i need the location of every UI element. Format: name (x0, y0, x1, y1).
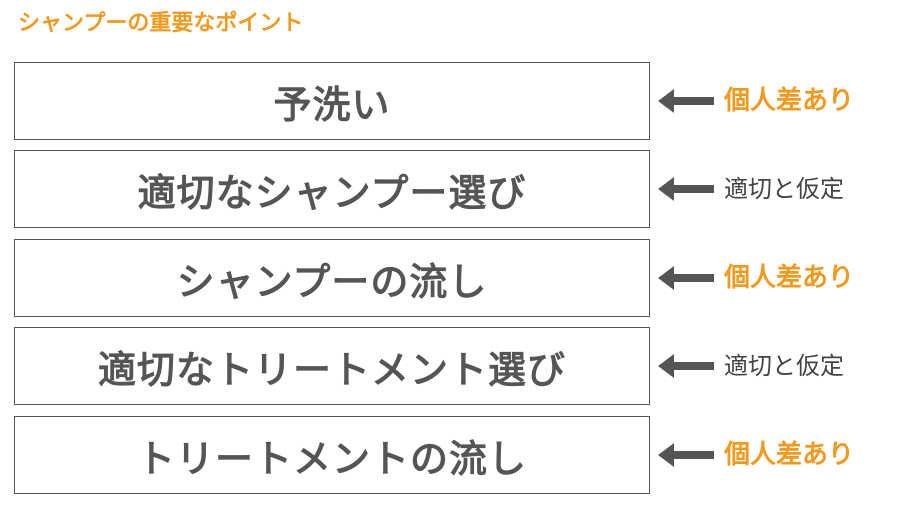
step-note: 個人差あり (724, 440, 855, 470)
step-label: 予洗い (273, 82, 391, 127)
step-label: シャンプーの流し (176, 259, 488, 304)
arrow-left-icon (658, 177, 714, 201)
arrow-left-icon (658, 89, 714, 113)
step-box-1: 予洗い (14, 62, 650, 140)
step-note: 適切と仮定 (724, 175, 844, 203)
step-box-2: 適切なシャンプー選び (14, 150, 650, 228)
step-label: トリートメントの流し (136, 436, 527, 481)
step-box-5: トリートメントの流し (14, 416, 650, 494)
step-label: 適切なシャンプー選び (137, 170, 527, 215)
step-box-3: シャンプーの流し (14, 239, 650, 317)
arrow-left-icon (658, 443, 714, 467)
diagram-title: シャンプーの重要なポイント (18, 11, 304, 36)
arrow-left-icon (658, 354, 714, 378)
step-note: 個人差あり (724, 263, 855, 293)
step-label: 適切なトリートメント選び (97, 347, 566, 392)
arrow-left-icon (658, 266, 714, 290)
step-note: 適切と仮定 (724, 352, 844, 380)
step-box-4: 適切なトリートメント選び (14, 327, 650, 405)
step-note: 個人差あり (724, 86, 855, 116)
